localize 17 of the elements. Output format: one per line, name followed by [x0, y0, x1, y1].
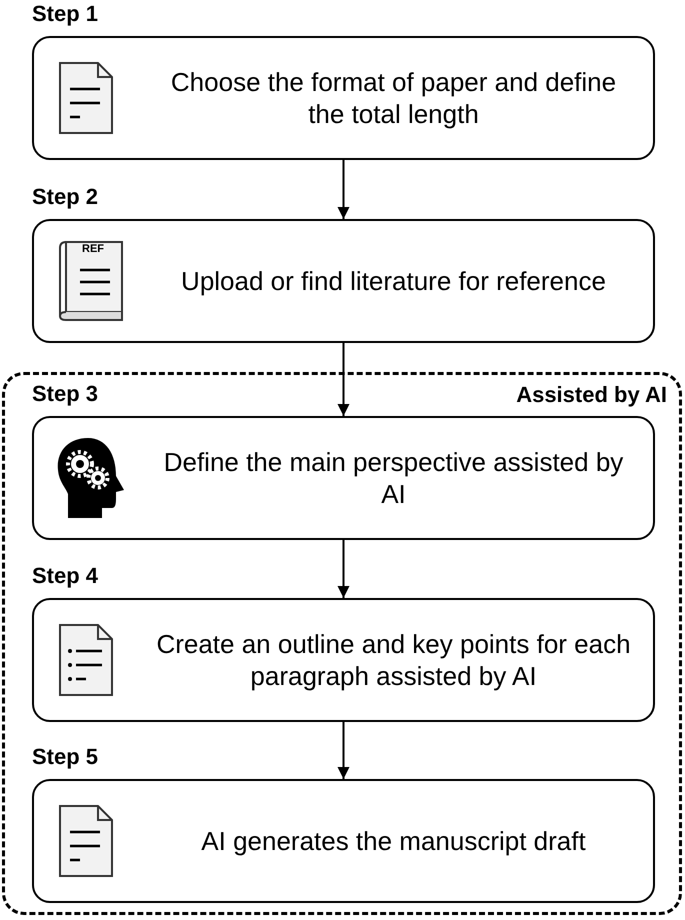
icon-label: REF	[82, 243, 104, 255]
step-heading: Step 1	[32, 0, 98, 28]
group-title: Assisted by AI	[516, 381, 667, 409]
step-heading: Step 4	[32, 562, 98, 590]
step-heading: Step 3	[32, 380, 98, 408]
arrow	[338, 540, 350, 598]
arrow	[338, 160, 350, 219]
arrow	[338, 343, 350, 416]
step-heading: Step 2	[32, 183, 98, 211]
step-description: Upload or find literature for reference	[180, 265, 607, 297]
step-description: Define the main perspective assisted by AI	[162, 446, 624, 510]
arrow	[338, 722, 350, 779]
step-heading: Step 5	[32, 743, 98, 771]
step-description: Create an outline and key points for each paragraph assisted by AI	[155, 628, 632, 692]
step-description: Choose the format of paper and define the total length	[170, 66, 618, 130]
dashed-group-frame	[2, 372, 682, 915]
step-description: AI generates the manuscript draft	[200, 825, 587, 857]
